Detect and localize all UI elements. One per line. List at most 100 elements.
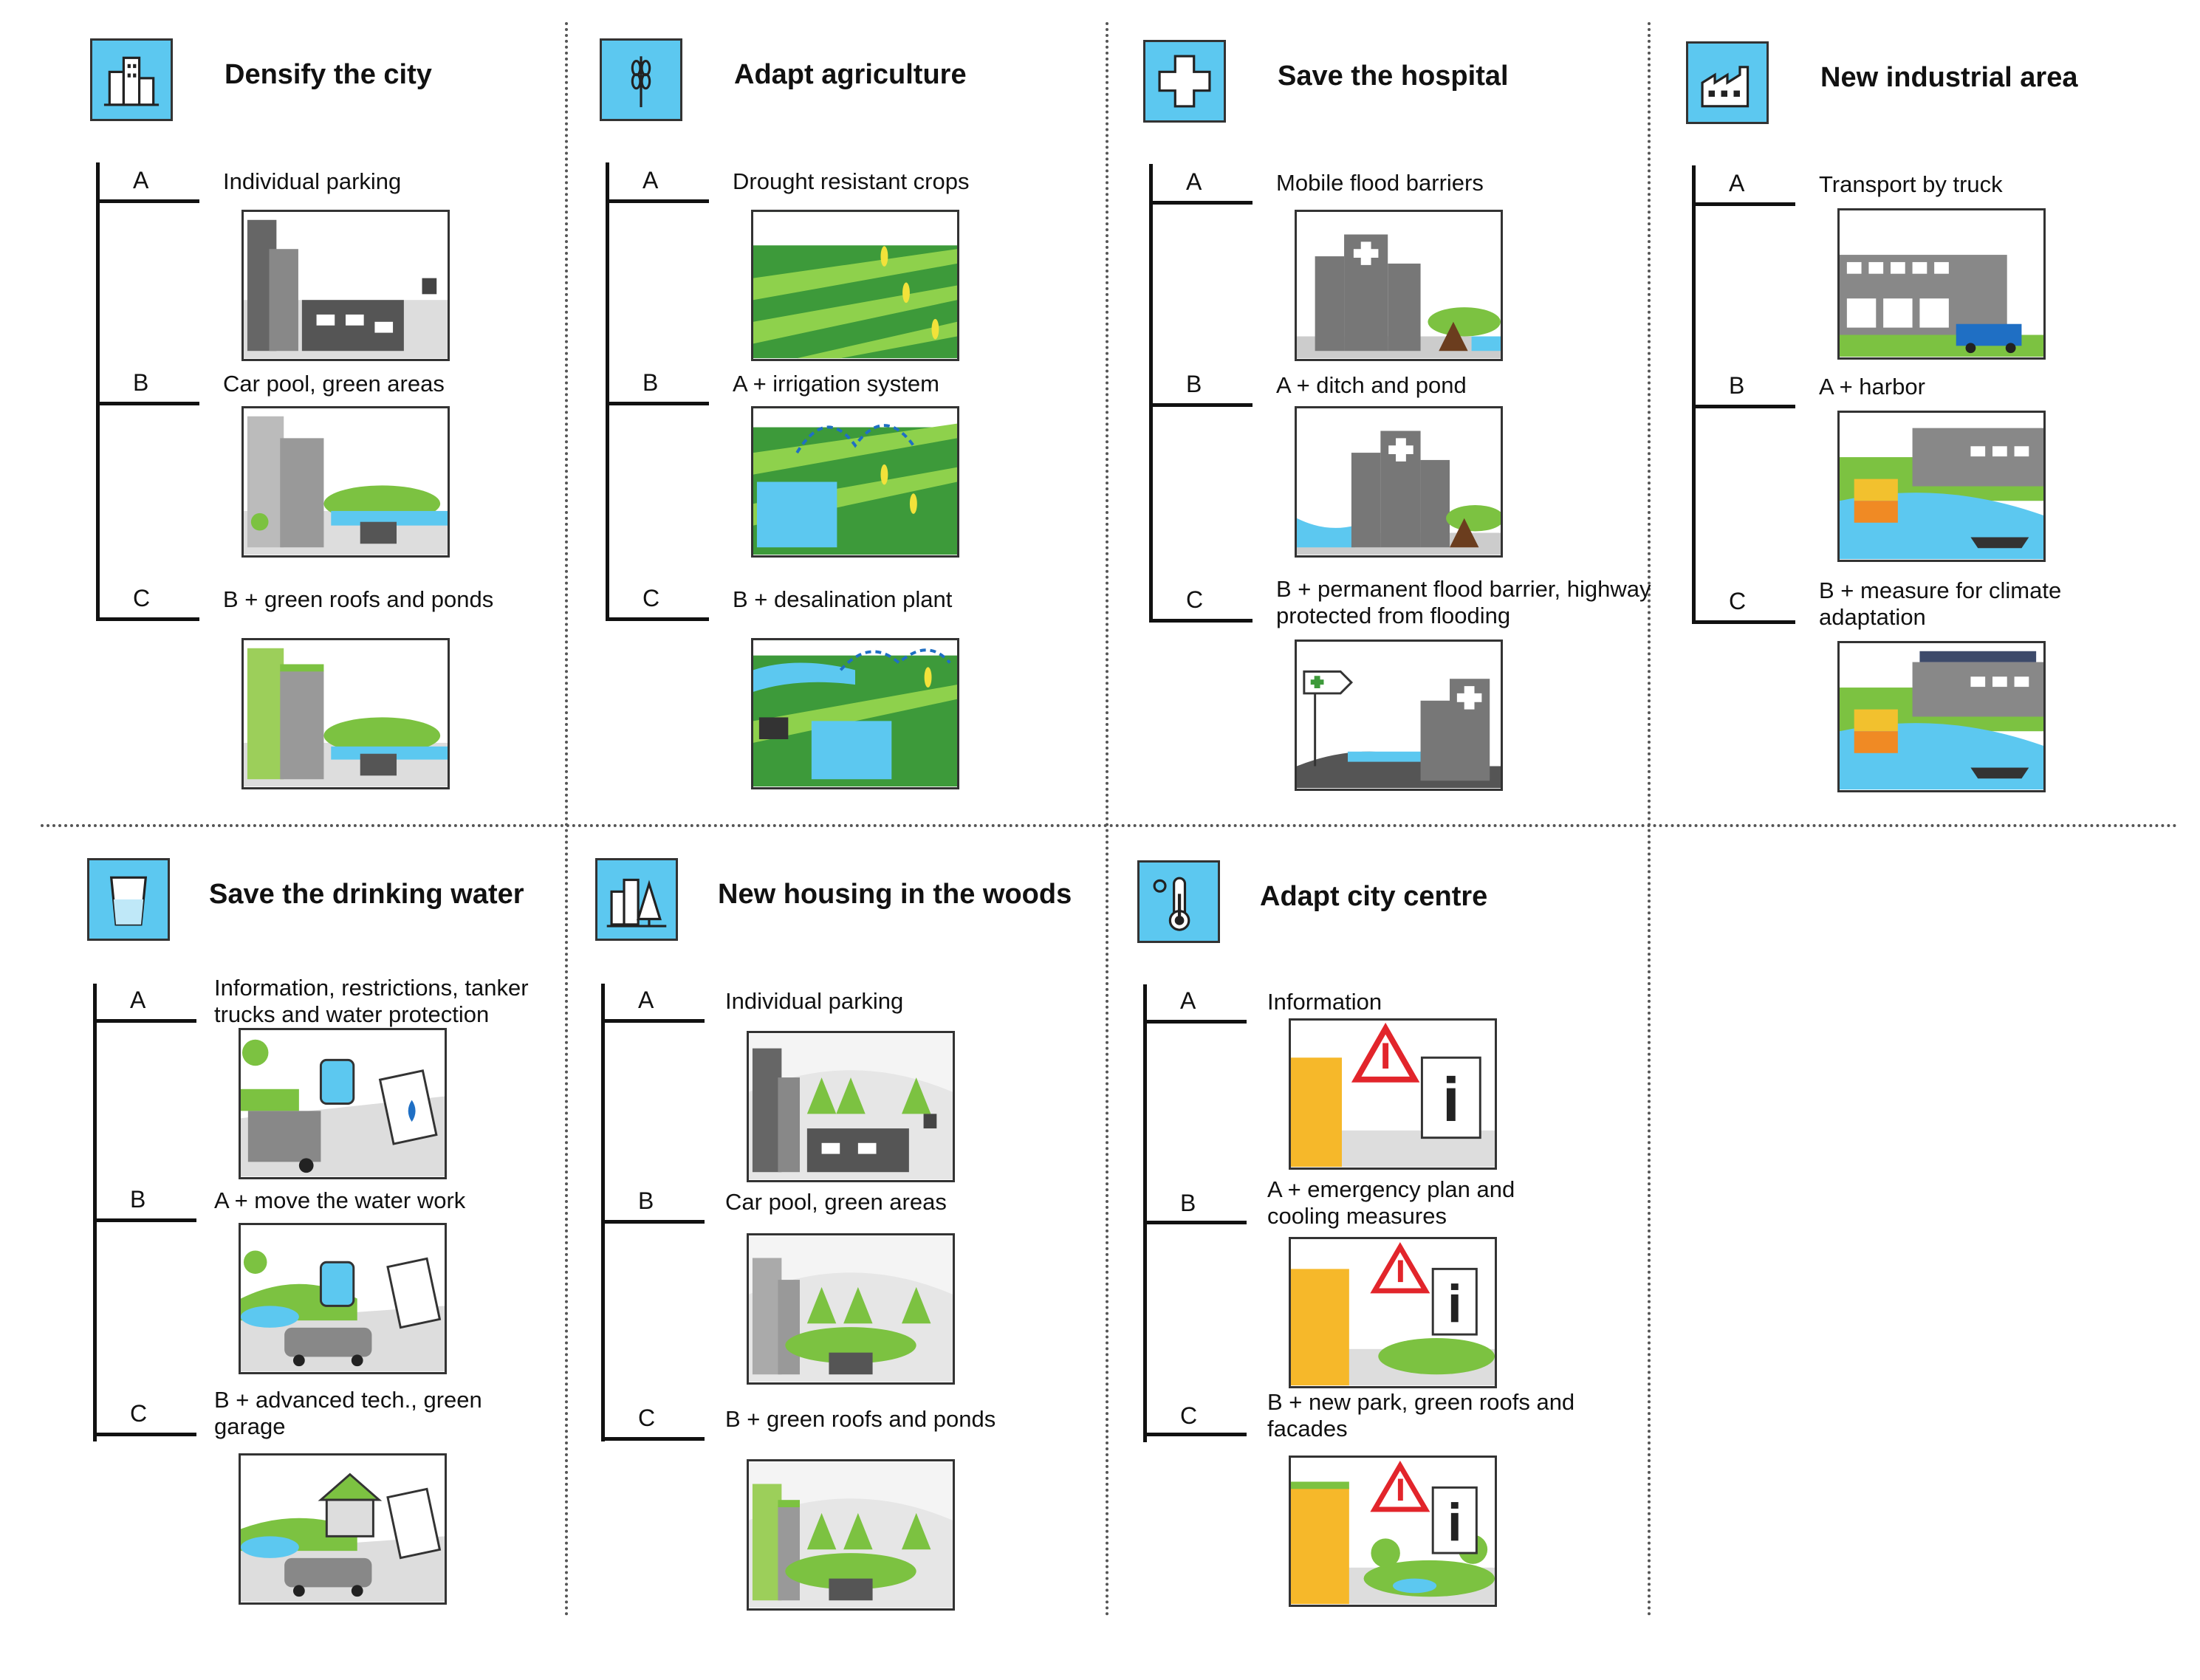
scenario-image-woods-green-roofs [747,1459,955,1611]
option-letter: B [1186,371,1202,397]
scenario-image-ditch-pond [1295,406,1503,558]
option-tick [96,617,199,621]
option-letter: A [642,167,659,193]
option-tick [601,1437,705,1441]
option-tick [96,402,199,405]
option-tick [1692,620,1795,624]
option-label: A + ditch and pond [1276,372,1467,398]
panel-adapt-city-centre: Adapt city centre A Information B A + em… [1137,860,1680,1680]
panel-title: Densify the city [225,59,432,90]
scenario-image-desalination [751,638,959,789]
option-tick [1692,405,1795,408]
option-label: B + desalination plant [733,586,953,612]
option-label: Drought resistant crops [733,168,970,194]
option-tick [601,1019,705,1023]
scenario-image-cooling-measures [1289,1237,1497,1388]
option-label: A + irrigation system [733,371,939,397]
water-glass-icon [87,858,170,941]
option-bracket [1149,164,1153,622]
option-letter: A [133,167,149,193]
option-tick [606,402,709,405]
scenario-image-carpool [241,406,450,558]
option-letter: C [638,1405,656,1431]
option-tick [93,1019,196,1023]
scenario-image-green-garage [239,1453,447,1605]
divider-horizontal [41,824,2179,827]
option-label: B + advanced tech., green garage [214,1387,482,1439]
panel-save-drinking-water: Save the drinking water A Information, r… [87,858,630,1678]
option-tick [93,1218,196,1222]
option-label: B + green roofs and ponds [725,1406,996,1432]
option-letter: A [1729,170,1745,196]
scenario-image-information [1289,1018,1497,1170]
scenario-image-flood-barriers [1295,210,1503,361]
scenario-image-permanent-barrier [1295,640,1503,791]
scenario-image-green-roofs [241,638,450,789]
option-letter: B [1180,1190,1196,1216]
option-tick [606,617,709,621]
wheat-icon [600,38,682,121]
option-letter: A [130,987,146,1013]
scenario-image-woods-parking [747,1031,955,1182]
scenario-image-new-park [1289,1456,1497,1607]
option-label: Car pool, green areas [223,371,445,397]
panel-new-housing-woods: New housing in the woods A Individual pa… [595,858,1138,1678]
panel-save-hospital: Save the hospital A Mobile flood barrier… [1143,40,1686,860]
scenario-image-parking [241,210,450,361]
option-bracket [1143,984,1147,1442]
scenario-image-harbor [1837,411,2046,562]
scenario-image-truck-transport [1837,208,2046,360]
option-label: Mobile flood barriers [1276,170,1484,196]
option-tick [1143,1221,1247,1224]
option-tick [606,199,709,203]
medical-cross-icon [1143,40,1226,123]
option-tick [1692,202,1795,206]
panel-title: New industrial area [1820,62,2078,93]
option-label: B + measure for climate adaptation [1819,577,2062,630]
option-letter: B [642,369,659,396]
panel-title: New housing in the woods [718,879,1072,910]
city-buildings-icon [90,38,173,121]
option-letter: B [130,1186,146,1213]
option-letter: B [133,369,149,396]
housing-trees-icon [595,858,678,941]
option-tick [1149,403,1253,407]
panel-title: Adapt agriculture [734,59,967,90]
divider-vertical-3 [1648,22,1651,1617]
option-letter: C [133,585,151,611]
option-label: Individual parking [223,168,402,194]
option-label: B + permanent flood barrier, highway pro… [1276,576,1651,628]
scenario-image-tanker-trucks [239,1028,447,1179]
option-tick [96,199,199,203]
panel-title: Save the hospital [1278,61,1509,92]
option-tick [1149,201,1253,205]
option-tick [1143,1433,1247,1436]
scenario-image-crops [751,210,959,361]
option-label: B + new park, green roofs and facades [1267,1389,1575,1441]
option-bracket [601,984,605,1441]
option-letter: B [638,1187,654,1214]
scenario-image-woods-carpool [747,1233,955,1385]
option-letter: C [1180,1402,1198,1429]
option-tick [1143,1020,1247,1024]
factory-icon [1686,41,1769,124]
divider-vertical-1 [565,22,568,1617]
option-bracket [606,162,609,620]
option-letter: C [130,1400,148,1427]
panel-densify-city: Densify the city A Individual parking B … [90,38,633,858]
option-label: Individual parking [725,988,904,1014]
scenario-image-water-work [239,1223,447,1374]
panel-title: Adapt city centre [1260,881,1488,912]
panel-adapt-agriculture: Adapt agriculture A Drought resistant cr… [600,38,1142,858]
option-letter: C [1186,586,1204,613]
option-letter: B [1729,372,1745,399]
option-label: Information [1267,989,1382,1015]
scenario-image-climate-adaptation [1837,641,2046,792]
option-label: A + move the water work [214,1187,466,1213]
option-label: Information, restrictions, tanker trucks… [214,975,529,1027]
option-letter: C [1729,588,1747,614]
option-label: B + green roofs and ponds [223,586,494,612]
option-bracket [96,162,100,620]
option-letter: A [1186,168,1202,195]
option-label: Transport by truck [1819,171,2003,197]
